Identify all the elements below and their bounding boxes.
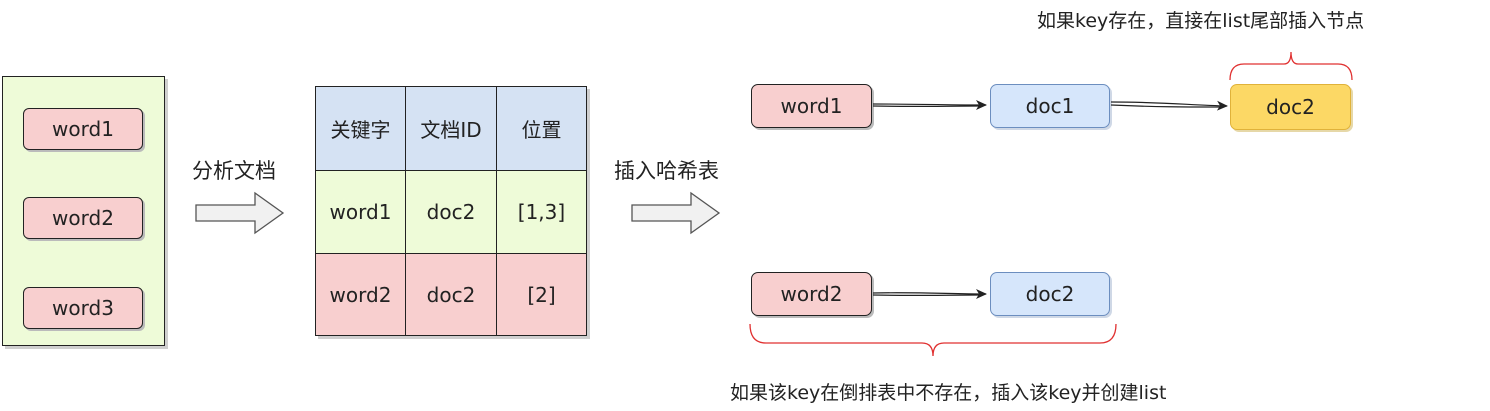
arrow-word2-to-doc2: [872, 288, 987, 299]
table-cell: doc2: [405, 170, 497, 254]
source-word-1: word1: [23, 108, 143, 150]
table-header-keyword: 关键字: [315, 86, 406, 171]
block-arrow-insert: [631, 191, 721, 235]
table-cell: [1,3]: [496, 170, 587, 254]
index-table: 关键字 文档ID 位置 word1 doc2 [1,3] word2 doc2 …: [315, 86, 587, 336]
brace-top: [1229, 51, 1353, 81]
arrow-doc1-to-doc2: [1110, 100, 1228, 111]
table-header-position: 位置: [496, 86, 587, 171]
block-arrow-analyze: [195, 191, 285, 235]
top-list-doc-1: doc1: [990, 84, 1110, 128]
top-list-doc-2-new: doc2: [1230, 84, 1351, 130]
arrow-word1-to-doc1: [872, 99, 987, 110]
note-new-key: 如果该key在倒排表中不存在，插入该key并创建list: [730, 382, 1167, 404]
brace-bottom: [749, 323, 1117, 357]
table-cell: word1: [315, 170, 406, 254]
source-word-3: word3: [23, 287, 143, 329]
note-existing-key: 如果key存在，直接在list尾部插入节点: [1037, 10, 1365, 32]
source-word-2: word2: [23, 197, 143, 239]
table-cell: [2]: [496, 253, 587, 336]
step-analyze-label: 分析文档: [192, 159, 276, 183]
table-cell: doc2: [405, 253, 497, 336]
bottom-list-key: word2: [751, 272, 872, 316]
bottom-list-doc-1: doc2: [990, 272, 1110, 316]
table-header-docid: 文档ID: [405, 86, 497, 171]
top-list-key: word1: [751, 84, 872, 128]
step-insert-label: 插入哈希表: [614, 159, 719, 183]
